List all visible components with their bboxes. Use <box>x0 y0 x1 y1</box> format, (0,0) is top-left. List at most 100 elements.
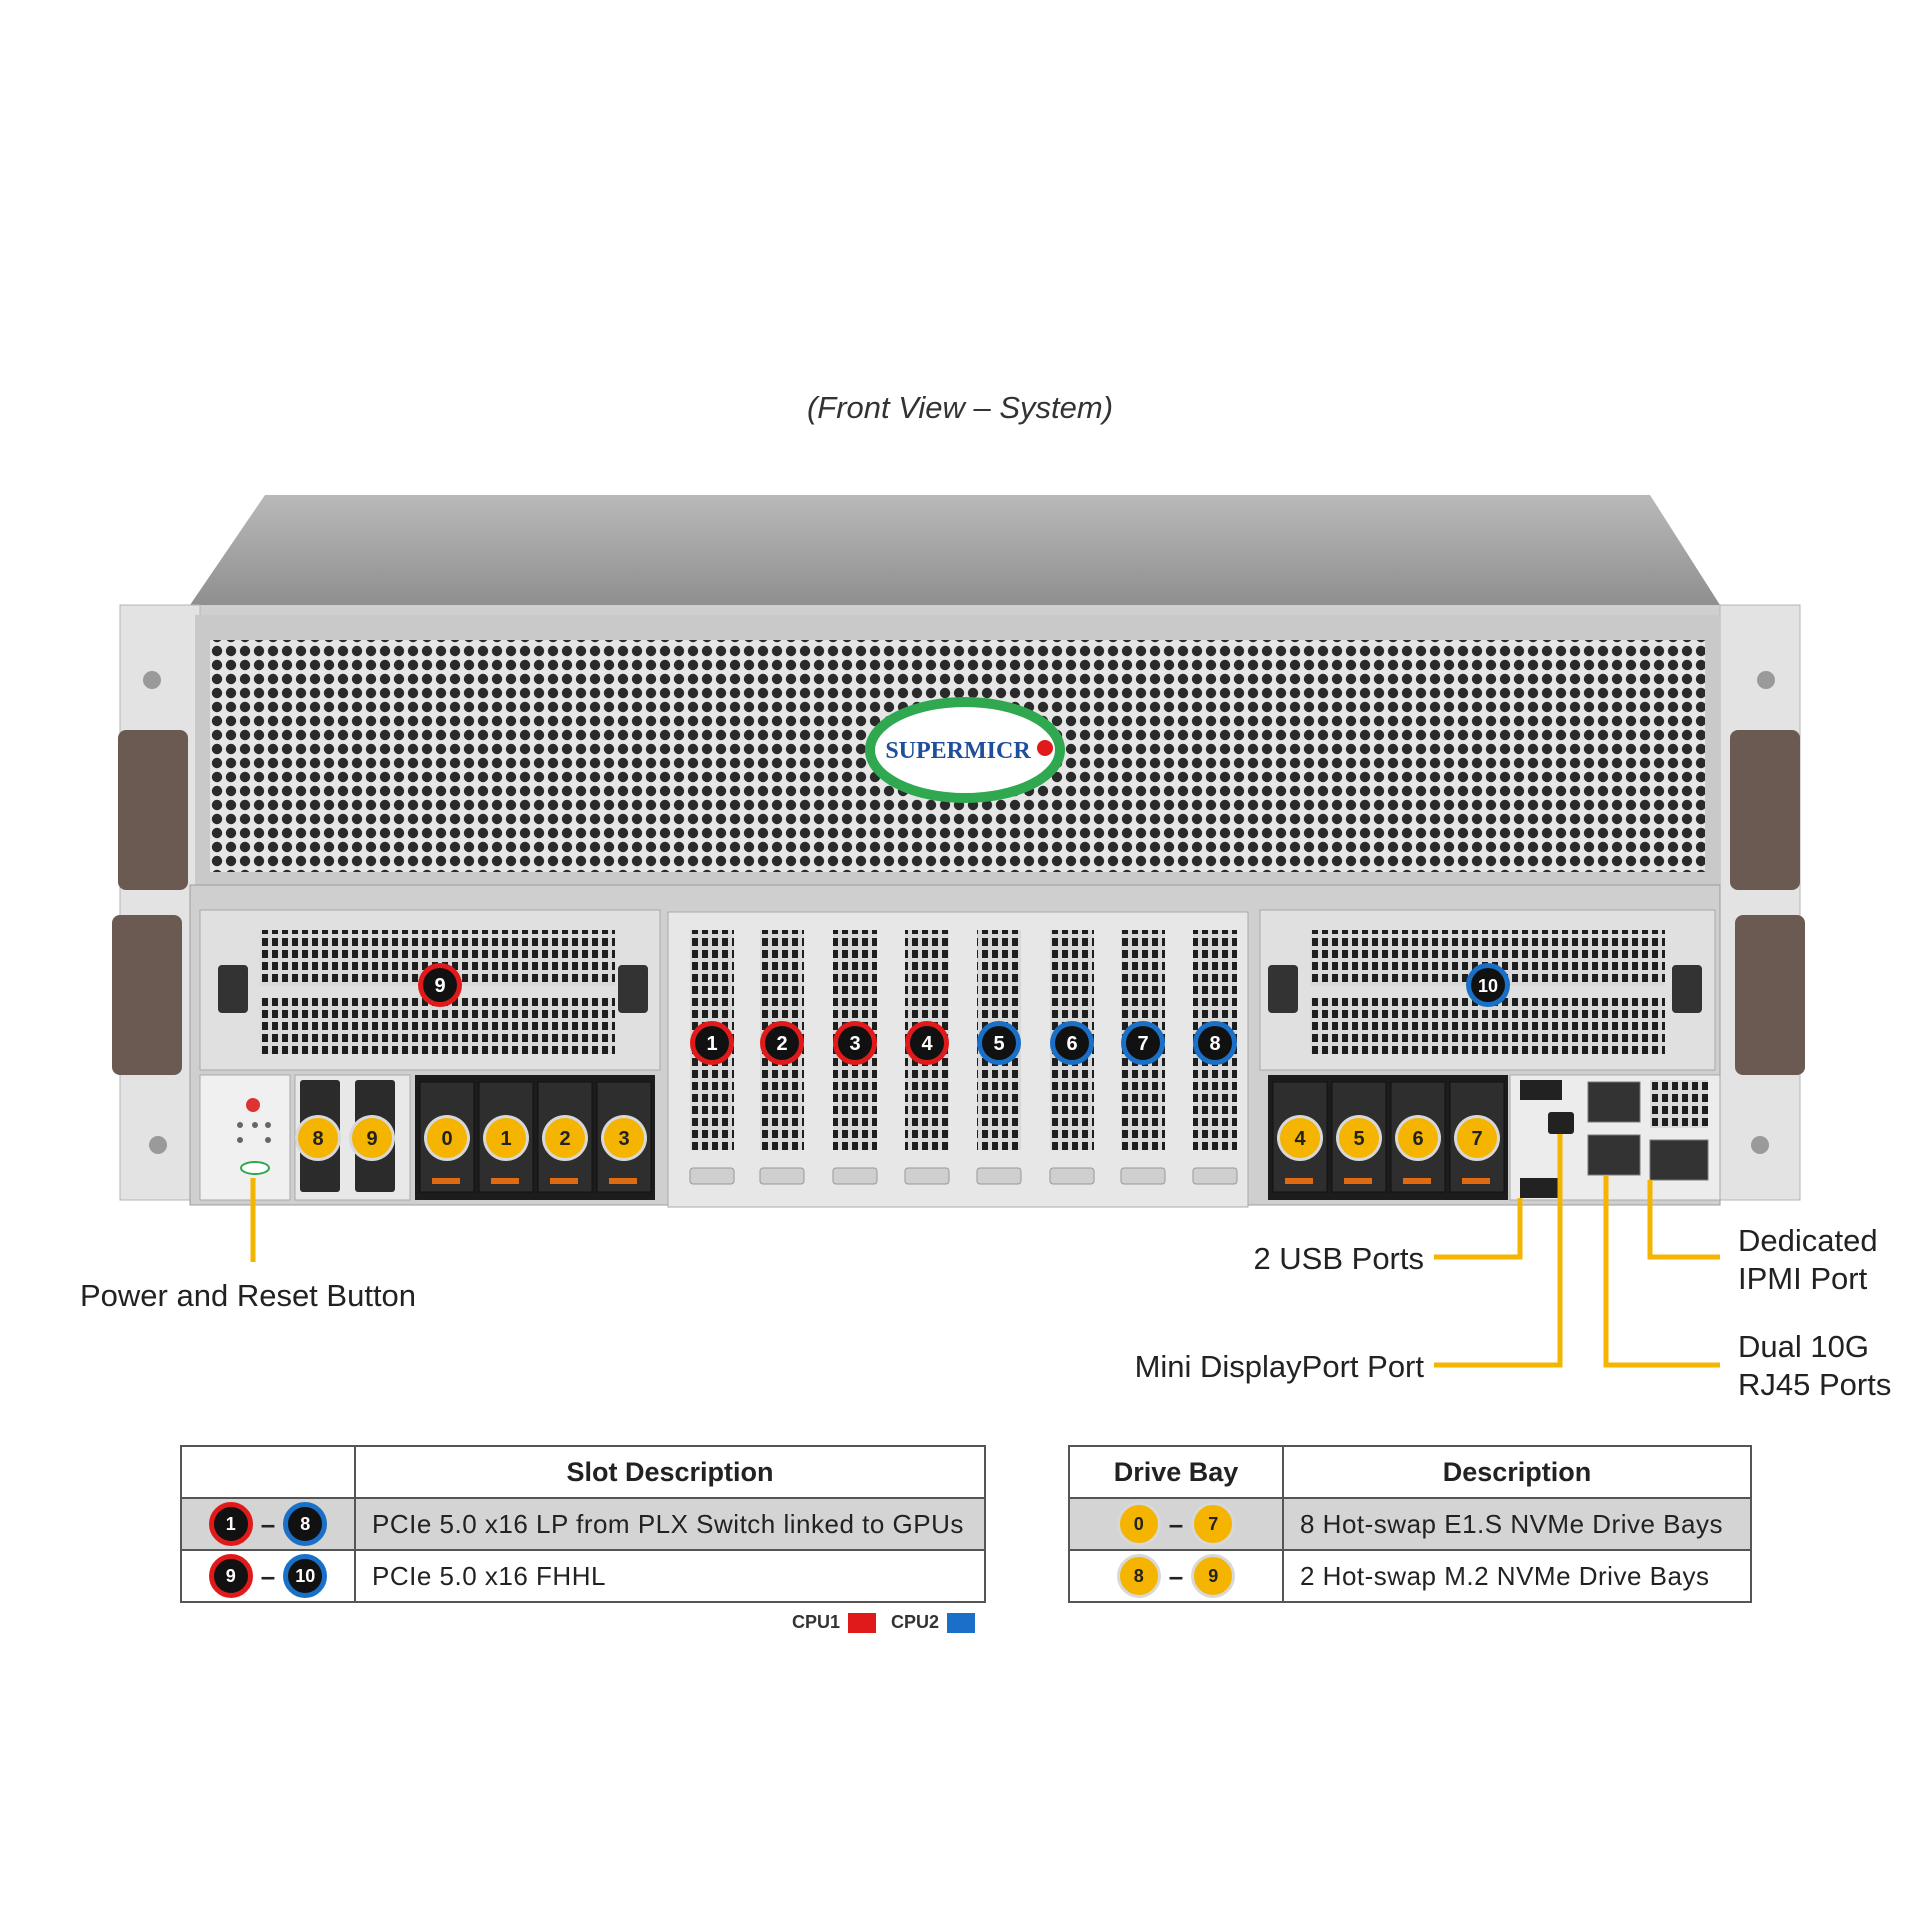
handle-left-top <box>118 730 188 890</box>
slot-badge: 1 <box>208 1502 253 1546</box>
svg-text:0: 0 <box>441 1128 452 1150</box>
drive-carrier-tab <box>432 1178 460 1184</box>
svg-text:2: 2 <box>776 1033 787 1055</box>
drive-carrier-tab <box>1403 1178 1431 1184</box>
drive-badge: 7 <box>1191 1502 1236 1546</box>
pcie-slot-badge: 3 <box>833 1021 877 1065</box>
pcie-slot-latch <box>1192 1167 1238 1185</box>
svg-text:2: 2 <box>559 1128 570 1150</box>
slot-badge: 9 <box>208 1554 253 1598</box>
svg-text:5: 5 <box>993 1033 1004 1055</box>
svg-text:6: 6 <box>1066 1033 1077 1055</box>
handle-right-bottom <box>1735 915 1805 1075</box>
label-ipmi-line1: Dedicated <box>1738 1223 1878 1258</box>
label-rj45: Dual 10G RJ45 Ports <box>1738 1328 1891 1404</box>
table-row: 9–10 PCIe 5.0 x16 FHHL <box>180 1549 986 1603</box>
table-row: 0–7 8 Hot-swap E1.S NVMe Drive Bays <box>1068 1497 1752 1551</box>
logo-text: SUPERMICR <box>885 738 1031 764</box>
slot-badge: 8 <box>283 1502 328 1546</box>
pcie-slot-latch <box>904 1167 950 1185</box>
svg-text:5: 5 <box>1353 1128 1364 1150</box>
pcie-slot-latch <box>759 1167 805 1185</box>
svg-text:7: 7 <box>1471 1128 1482 1150</box>
mini-displayport <box>1548 1112 1574 1134</box>
drive-range-2: 8–9 <box>1068 1549 1284 1603</box>
handle-right-top <box>1730 730 1800 890</box>
chassis-top <box>190 495 1720 605</box>
drive-bay-badge: 6 <box>1395 1115 1441 1161</box>
svg-text:8: 8 <box>312 1128 323 1150</box>
drive-bay-table: Drive Bay Description 0–7 8 Hot-swap E1.… <box>1068 1445 1752 1603</box>
svg-text:9: 9 <box>366 1128 377 1150</box>
drive-carrier-tab <box>550 1178 578 1184</box>
slot-desc-2: PCIe 5.0 x16 FHHL <box>354 1549 986 1603</box>
svg-text:4: 4 <box>1294 1128 1306 1150</box>
drive-bay-badge: 3 <box>601 1115 647 1161</box>
pcie-slot-latch <box>976 1167 1022 1185</box>
svg-text:3: 3 <box>618 1128 629 1150</box>
pcie-slot-latch <box>1120 1167 1166 1185</box>
label-power-reset: Power and Reset Button <box>80 1278 417 1313</box>
pcie-slot-badge: 1 <box>690 1021 734 1065</box>
svg-text:10: 10 <box>1478 976 1498 996</box>
legend-cpu2-swatch <box>947 1613 976 1634</box>
pcie-slot-badge: 10 <box>1466 963 1510 1007</box>
ipmi-port <box>1649 1139 1709 1181</box>
drive-desc-1: 8 Hot-swap E1.S NVMe Drive Bays <box>1282 1497 1752 1551</box>
drive-bay-badge: 8 <box>295 1115 341 1161</box>
drive-badge: 9 <box>1191 1554 1236 1598</box>
slot-table-header-blank <box>180 1445 356 1499</box>
drive-bay-badge: 4 <box>1277 1115 1323 1161</box>
callout-line-minidp <box>1434 1134 1563 1368</box>
supermicro-logo <box>865 697 1065 803</box>
drive-range-1: 0–7 <box>1068 1497 1284 1551</box>
callout-line-usb <box>1434 1198 1523 1260</box>
pcie-slot-badge: 7 <box>1121 1021 1165 1065</box>
slot-badge: 10 <box>283 1554 328 1598</box>
rj45-port-2 <box>1587 1134 1641 1176</box>
slot-range-2: 9–10 <box>180 1549 356 1603</box>
svg-text:1: 1 <box>706 1033 717 1055</box>
svg-text:7: 7 <box>1137 1033 1148 1055</box>
power-button <box>246 1098 260 1112</box>
svg-text:9: 9 <box>434 975 445 997</box>
drive-bay-badge: 0 <box>424 1115 470 1161</box>
label-usb-ports: 2 USB Ports <box>1253 1241 1424 1276</box>
drive-desc-2: 2 Hot-swap M.2 NVMe Drive Bays <box>1282 1549 1752 1603</box>
usb-port-bottom <box>1520 1178 1562 1198</box>
callout-line-rj45 <box>1603 1175 1720 1368</box>
rj45-port-1 <box>1587 1081 1641 1123</box>
slot-table-header: Slot Description <box>354 1445 986 1499</box>
rack-ear-right <box>1719 604 1801 1201</box>
label-ipmi-line2: IPMI Port <box>1738 1261 1868 1296</box>
drive-badge: 8 <box>1116 1554 1161 1598</box>
label-mini-displayport: Mini DisplayPort Port <box>1134 1349 1424 1384</box>
drive-table-header-desc: Description <box>1282 1445 1752 1499</box>
pcie-slot-latch <box>832 1167 878 1185</box>
slot-description-table: Slot Description 1–8 PCIe 5.0 x16 LP fro… <box>180 1445 986 1603</box>
control-panel <box>199 1074 291 1201</box>
label-rj45-line1: Dual 10G <box>1738 1329 1869 1364</box>
table-row: 1–8 PCIe 5.0 x16 LP from PLX Switch link… <box>180 1497 986 1551</box>
svg-text:4: 4 <box>921 1033 933 1055</box>
drive-bay-badge: 9 <box>349 1115 395 1161</box>
drive-bay-badge: 7 <box>1454 1115 1500 1161</box>
svg-text:3: 3 <box>849 1033 860 1055</box>
rack-ear-left <box>119 604 201 1201</box>
svg-text:6: 6 <box>1412 1128 1423 1150</box>
pcie-slot-badge: 2 <box>760 1021 804 1065</box>
drive-bay-badge: 5 <box>1336 1115 1382 1161</box>
cpu-legend: CPU1 CPU2 <box>792 1612 985 1634</box>
pcie-slot-badge: 4 <box>905 1021 949 1065</box>
legend-cpu1-label: CPU1 <box>792 1612 841 1632</box>
drive-bay-badge: 2 <box>542 1115 588 1161</box>
drive-carrier-tab <box>609 1178 637 1184</box>
table-row: 8–9 2 Hot-swap M.2 NVMe Drive Bays <box>1068 1549 1752 1603</box>
drive-badge: 0 <box>1116 1502 1161 1546</box>
svg-text:1: 1 <box>500 1128 511 1150</box>
label-rj45-line2: RJ45 Ports <box>1738 1367 1892 1402</box>
svg-text:8: 8 <box>1209 1033 1220 1055</box>
slot-desc-1: PCIe 5.0 x16 LP from PLX Switch linked t… <box>354 1497 986 1551</box>
legend-cpu2-label: CPU2 <box>891 1612 940 1632</box>
